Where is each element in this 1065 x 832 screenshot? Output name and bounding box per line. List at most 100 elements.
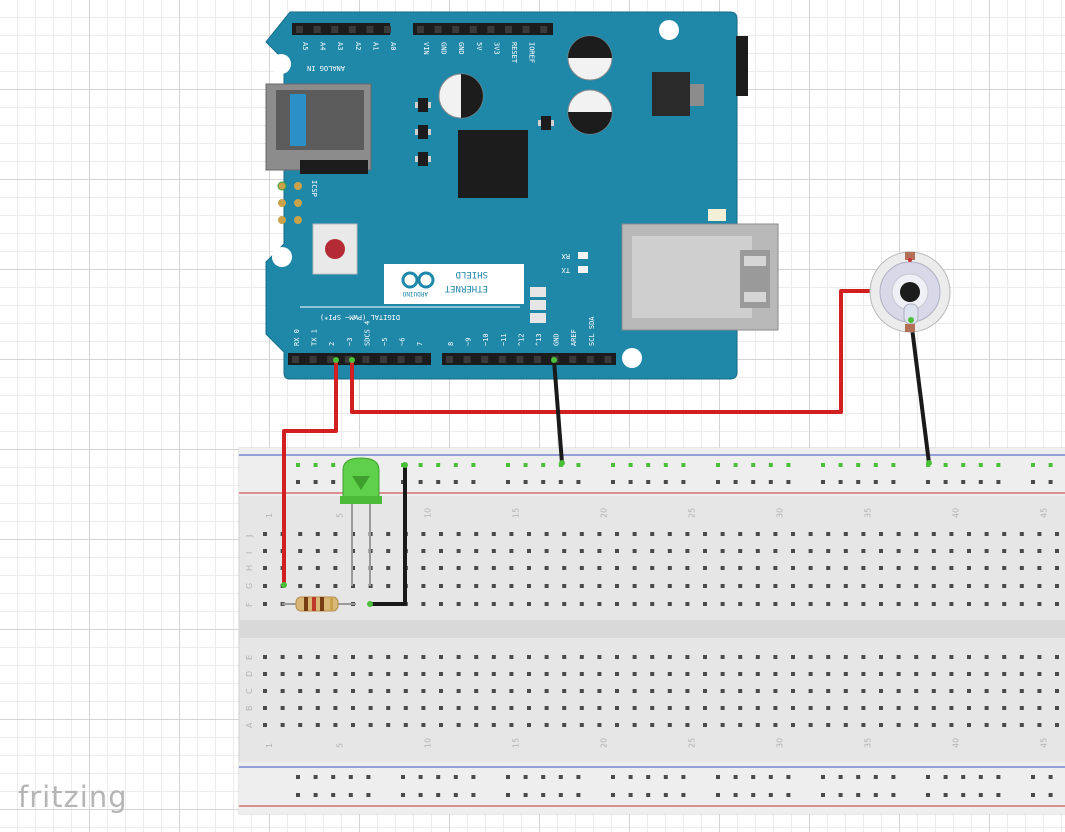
- breadboard-hole[interactable]: [914, 532, 919, 536]
- header-pin[interactable]: [487, 26, 495, 33]
- breadboard-hole[interactable]: [544, 655, 549, 659]
- breadboard-hole[interactable]: [843, 706, 848, 710]
- breadboard-hole[interactable]: [879, 566, 883, 570]
- rail-hole[interactable]: [611, 793, 615, 797]
- breadboard-hole[interactable]: [949, 532, 954, 536]
- header-pin[interactable]: [540, 26, 548, 33]
- breadboard-hole[interactable]: [527, 602, 531, 606]
- breadboard-hole[interactable]: [544, 584, 549, 588]
- header-pin[interactable]: [296, 26, 303, 33]
- rail-hole[interactable]: [838, 480, 843, 484]
- breadboard-hole[interactable]: [1019, 723, 1024, 727]
- header-pin[interactable]: [505, 26, 512, 33]
- breadboard-hole[interactable]: [421, 655, 426, 659]
- breadboard-hole[interactable]: [527, 672, 531, 676]
- breadboard-hole[interactable]: [1002, 549, 1007, 553]
- header-pin[interactable]: [569, 356, 577, 363]
- breadboard-hole[interactable]: [685, 723, 690, 727]
- breadboard-hole[interactable]: [1002, 706, 1007, 710]
- breadboard-hole[interactable]: [421, 602, 426, 606]
- breadboard-hole[interactable]: [791, 655, 795, 659]
- breadboard-hole[interactable]: [967, 549, 971, 553]
- breadboard-hole[interactable]: [456, 532, 461, 536]
- rail-hole[interactable]: [996, 463, 1001, 467]
- breadboard-hole[interactable]: [1055, 706, 1059, 710]
- breadboard-hole[interactable]: [298, 723, 303, 727]
- header-pin[interactable]: [434, 26, 442, 33]
- rail-hole[interactable]: [1031, 463, 1035, 467]
- breadboard-hole[interactable]: [1002, 723, 1007, 727]
- breadboard-hole[interactable]: [315, 532, 320, 536]
- breadboard-hole[interactable]: [368, 723, 373, 727]
- breadboard-hole[interactable]: [632, 584, 637, 588]
- rail-hole[interactable]: [943, 463, 948, 467]
- breadboard-hole[interactable]: [597, 566, 602, 570]
- rail-hole[interactable]: [646, 775, 651, 779]
- breadboard-hole[interactable]: [703, 655, 707, 659]
- breadboard-hole[interactable]: [315, 672, 320, 676]
- breadboard-hole[interactable]: [949, 602, 954, 606]
- breadboard-hole[interactable]: [755, 689, 760, 693]
- breadboard-hole[interactable]: [949, 566, 954, 570]
- breadboard-hole[interactable]: [1019, 689, 1024, 693]
- breadboard-hole[interactable]: [333, 672, 338, 676]
- breadboard-hole[interactable]: [615, 723, 619, 727]
- rail-hole[interactable]: [1031, 793, 1035, 797]
- rail-hole[interactable]: [716, 775, 720, 779]
- rail-hole[interactable]: [401, 775, 405, 779]
- breadboard-hole[interactable]: [703, 566, 707, 570]
- rail-hole[interactable]: [313, 775, 318, 779]
- breadboard-hole[interactable]: [456, 723, 461, 727]
- breadboard-hole[interactable]: [351, 706, 355, 710]
- rail-hole[interactable]: [453, 463, 458, 467]
- rail-hole[interactable]: [296, 463, 300, 467]
- breadboard-hole[interactable]: [263, 655, 267, 659]
- breadboard-hole[interactable]: [667, 672, 672, 676]
- breadboard-hole[interactable]: [703, 706, 707, 710]
- breadboard-hole[interactable]: [579, 723, 584, 727]
- breadboard-hole[interactable]: [439, 532, 443, 536]
- breadboard-hole[interactable]: [491, 655, 496, 659]
- rail-hole[interactable]: [296, 775, 300, 779]
- rail-hole[interactable]: [926, 793, 930, 797]
- breadboard-hole[interactable]: [967, 602, 971, 606]
- breadboard-hole[interactable]: [562, 689, 567, 693]
- breadboard-hole[interactable]: [879, 655, 883, 659]
- breadboard-hole[interactable]: [403, 672, 408, 676]
- breadboard-hole[interactable]: [597, 584, 602, 588]
- rail-hole[interactable]: [873, 793, 878, 797]
- header-pin[interactable]: [397, 356, 405, 363]
- rail-hole[interactable]: [873, 463, 878, 467]
- breadboard-hole[interactable]: [773, 602, 778, 606]
- rail-hole[interactable]: [978, 480, 983, 484]
- rail-hole[interactable]: [558, 793, 563, 797]
- breadboard-hole[interactable]: [755, 706, 760, 710]
- breadboard-hole[interactable]: [403, 689, 408, 693]
- rail-hole[interactable]: [663, 480, 668, 484]
- breadboard-hole[interactable]: [755, 672, 760, 676]
- breadboard-hole[interactable]: [509, 584, 514, 588]
- breadboard-hole[interactable]: [914, 723, 919, 727]
- breadboard-hole[interactable]: [773, 532, 778, 536]
- breadboard-hole[interactable]: [667, 602, 672, 606]
- rail-hole[interactable]: [733, 480, 738, 484]
- breadboard-hole[interactable]: [914, 584, 919, 588]
- breadboard-hole[interactable]: [773, 549, 778, 553]
- rail-hole[interactable]: [436, 480, 441, 484]
- breadboard-hole[interactable]: [685, 602, 690, 606]
- rail-hole[interactable]: [751, 775, 756, 779]
- breadboard-hole[interactable]: [1055, 566, 1059, 570]
- breadboard-hole[interactable]: [914, 689, 919, 693]
- rail-hole[interactable]: [541, 775, 546, 779]
- breadboard-hole[interactable]: [315, 655, 320, 659]
- breadboard-hole[interactable]: [650, 602, 655, 606]
- breadboard-hole[interactable]: [703, 689, 707, 693]
- breadboard-hole[interactable]: [1019, 655, 1024, 659]
- rail-hole[interactable]: [541, 463, 546, 467]
- breadboard-hole[interactable]: [826, 584, 831, 588]
- breadboard-hole[interactable]: [527, 532, 531, 536]
- rail-hole[interactable]: [821, 793, 825, 797]
- rail-hole[interactable]: [628, 463, 633, 467]
- breadboard-hole[interactable]: [544, 566, 549, 570]
- breadboard-hole[interactable]: [298, 655, 303, 659]
